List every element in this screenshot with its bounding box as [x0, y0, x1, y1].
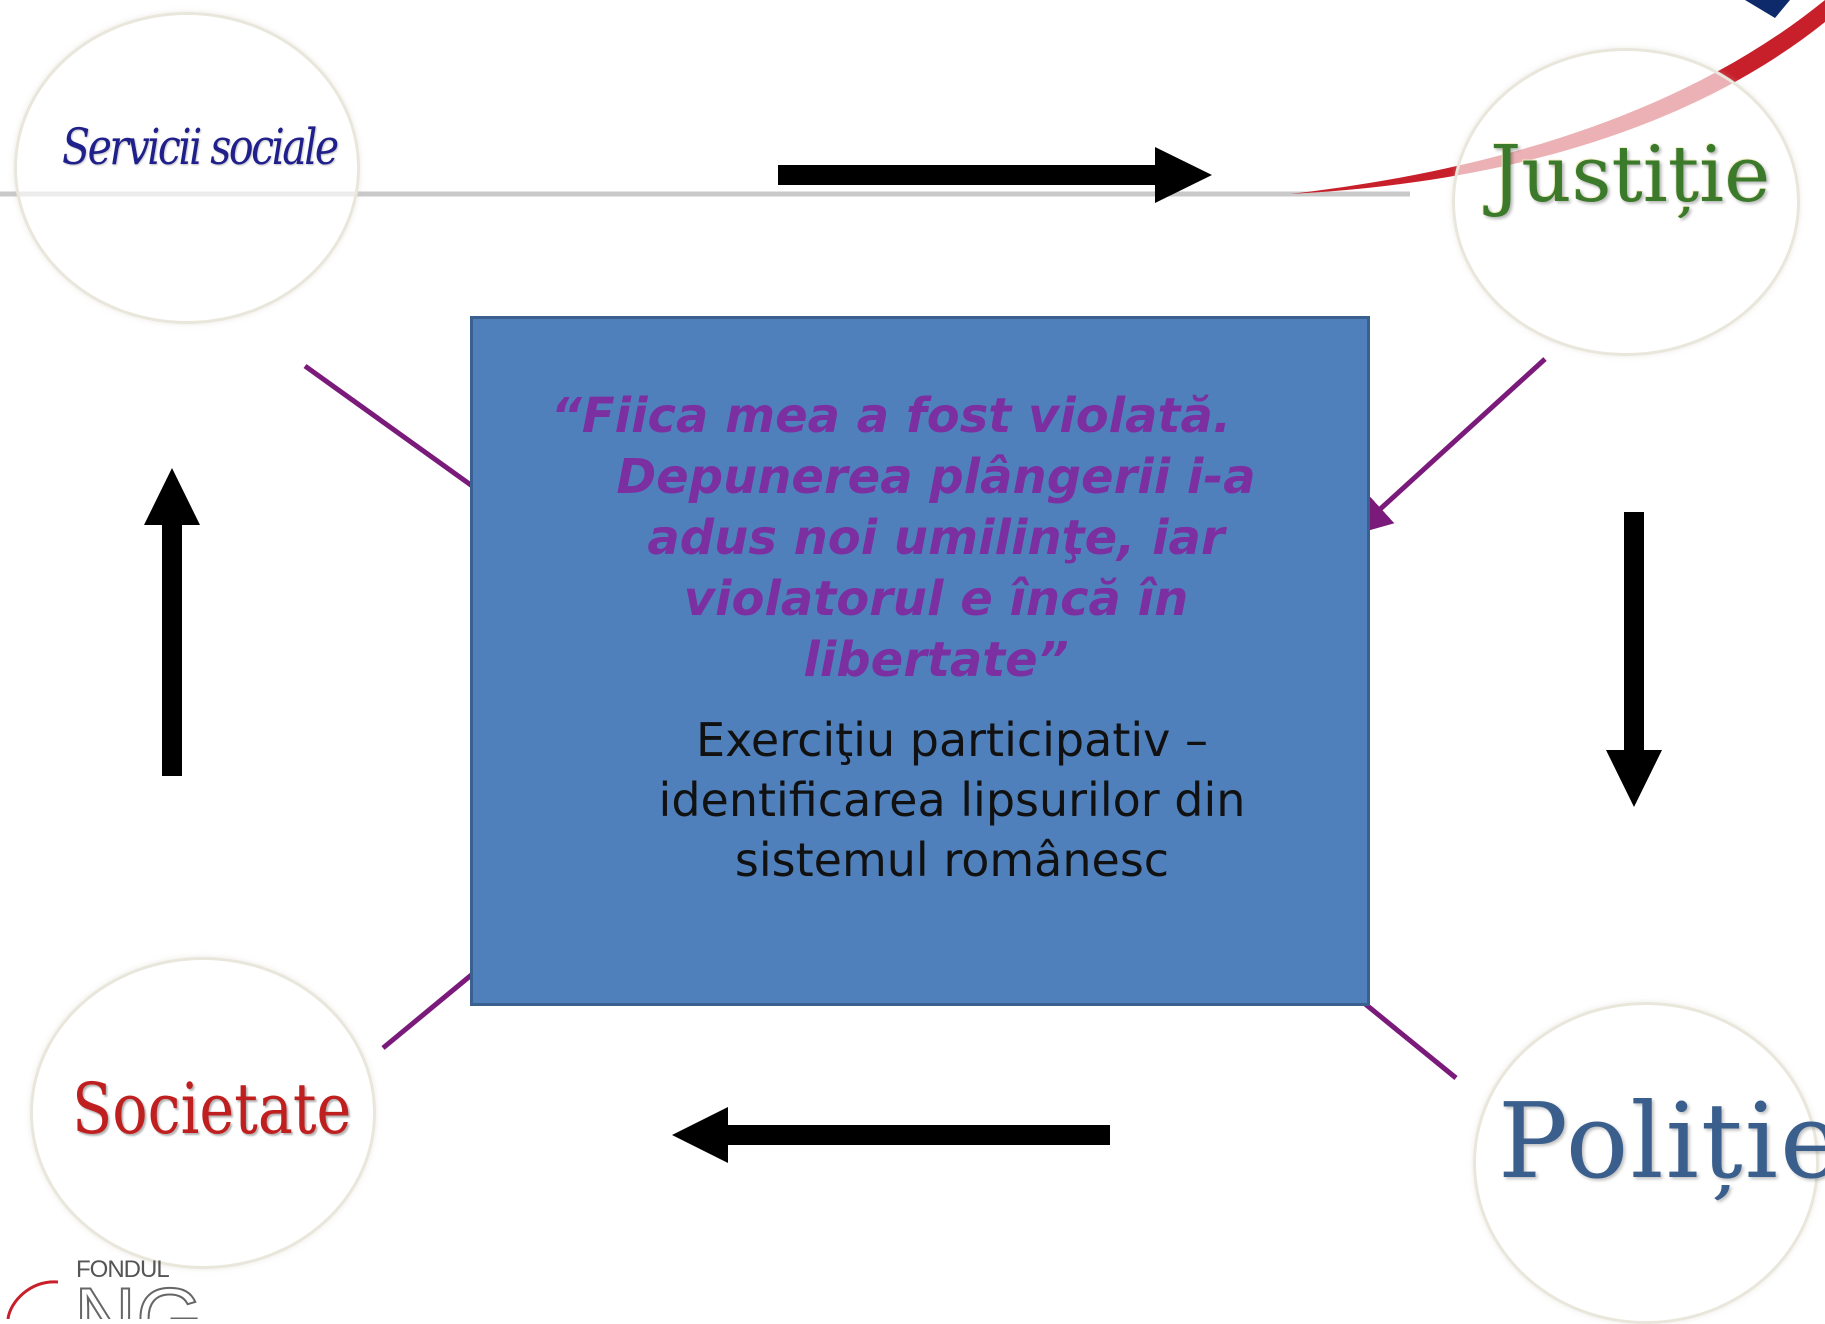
center-box — [470, 316, 1370, 1006]
label-servicii-sociale: Servicii sociale — [62, 118, 339, 176]
node-circle-societate — [30, 957, 376, 1269]
label-societate: Societate — [72, 1068, 352, 1150]
diagonal-arrow-top-right — [1351, 357, 1547, 536]
subtitle-line: identificarea lipsurilor din — [658, 773, 1246, 827]
node-circle-politie — [1473, 1002, 1819, 1324]
quote-line: libertate” — [803, 632, 1069, 688]
exercise-subtitle: Exerciţiu participativ – identificarea l… — [602, 710, 1302, 890]
label-politie: Poliție — [1498, 1080, 1825, 1202]
logo-text: FONDUL — [76, 1256, 170, 1283]
arrow-right-down — [1606, 512, 1662, 807]
subtitle-line: sistemul românesc — [734, 833, 1170, 887]
quote-line: adus noi umilinţe, iar — [647, 510, 1225, 566]
corner-accent — [1745, 0, 1790, 18]
logo-mark: NG — [6, 1270, 204, 1319]
arrow-top-right — [778, 147, 1212, 203]
subtitle-line: Exerciţiu participativ – — [696, 713, 1208, 767]
quote-line: Depunerea plângerii i-a — [616, 449, 1256, 505]
node-circle-servicii-sociale — [14, 12, 360, 324]
arrow-left-up — [144, 468, 200, 776]
quote-text: “Fiica mea a fost violată. Depunerea plâ… — [551, 386, 1296, 691]
arrow-bottom-left — [672, 1107, 1110, 1163]
quote-line: “Fiica mea a fost violată. — [550, 388, 1232, 444]
node-circle-justitie — [1452, 48, 1800, 356]
quote-line: violatorul e încă în — [683, 571, 1189, 627]
fondul-ong-logo: NG FONDUL — [0, 1240, 220, 1319]
logo-letters: NG — [74, 1271, 203, 1319]
label-justitie: Justiție — [1490, 130, 1771, 220]
